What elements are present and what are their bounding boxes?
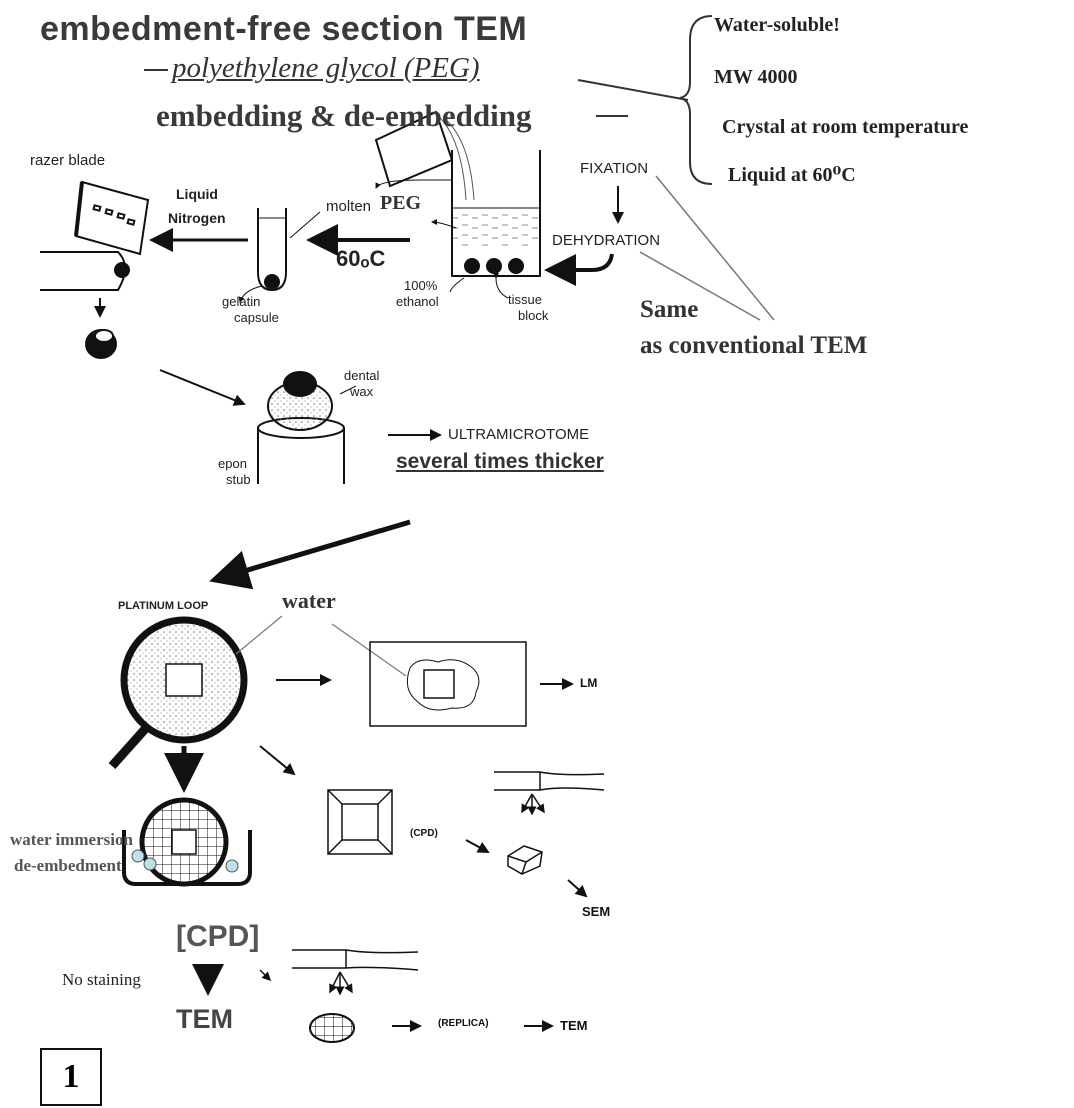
property-water-soluble: Water-soluble! bbox=[714, 14, 840, 36]
label-water-immersion: water immersion bbox=[10, 830, 133, 849]
replica-coater-drawing bbox=[292, 949, 419, 996]
label-ethanol: ethanol bbox=[396, 294, 439, 309]
label-lm: LM bbox=[580, 676, 598, 690]
epon-stub-drawing bbox=[257, 371, 357, 484]
label-tissue: tissue bbox=[508, 292, 542, 307]
label-cpd-bracketed: [CPD] bbox=[176, 920, 260, 953]
label-capsule: capsule bbox=[234, 310, 279, 325]
label-ultramicrotome: ULTRAMICROTOME bbox=[448, 426, 590, 443]
gelatin-capsule-drawing bbox=[238, 208, 321, 303]
label-water: water bbox=[282, 588, 336, 613]
replica-disc-drawing bbox=[309, 1013, 355, 1043]
label-same: Same bbox=[640, 296, 699, 323]
label-ethanol-percent: 100% bbox=[404, 278, 438, 293]
arrow-to-sem bbox=[567, 879, 588, 898]
peg-subtitle: polyethylene glycol (PEG) bbox=[172, 52, 480, 84]
peg-connector-lines bbox=[144, 69, 689, 117]
same-pointer-lines bbox=[639, 175, 775, 321]
label-no-staining: No staining bbox=[62, 970, 141, 989]
label-stub: stub bbox=[226, 472, 251, 487]
label-tem-replica: TEM bbox=[560, 1018, 588, 1033]
label-platinum-loop: PLATINUM LOOP bbox=[118, 600, 209, 612]
sem-block-drawing bbox=[507, 845, 543, 875]
lm-slide-drawing bbox=[369, 641, 527, 727]
label-block: block bbox=[518, 308, 549, 323]
label-fixation: FIXATION bbox=[580, 160, 649, 177]
label-razer-blade: razer blade bbox=[30, 152, 106, 169]
label-dental: dental bbox=[344, 368, 380, 383]
arrow-to-loop bbox=[209, 519, 411, 590]
properties-brace bbox=[679, 15, 713, 185]
arrow-dehydration-beaker bbox=[544, 253, 614, 286]
label-as-conventional-tem: as conventional TEM bbox=[640, 332, 868, 359]
label-several-times-thicker: several times thicker bbox=[396, 450, 604, 473]
label-molten: molten bbox=[326, 198, 372, 215]
water-pointer-lines bbox=[235, 615, 407, 677]
sem-coater-drawing bbox=[494, 771, 605, 816]
label-liquid: Liquid bbox=[176, 186, 218, 202]
beaker-drawing bbox=[374, 110, 541, 299]
label-epon: epon bbox=[218, 456, 247, 471]
label-replica: (REPLICA) bbox=[438, 1018, 489, 1029]
label-temperature: 60ₒC bbox=[336, 246, 386, 271]
label-nitrogen: Nitrogen bbox=[168, 210, 226, 226]
diagram-title: embedment-free section TEM bbox=[40, 10, 528, 48]
label-gelatin: gelatin bbox=[222, 294, 261, 309]
sem-frame-drawing bbox=[327, 789, 393, 855]
process-subtitle: embedding & de-embedding bbox=[156, 98, 532, 133]
label-dehydration: DEHYDRATION bbox=[552, 232, 661, 249]
arrow-to-stub bbox=[159, 369, 246, 406]
label-tem-main: TEM bbox=[176, 1004, 233, 1034]
label-sem: SEM bbox=[582, 904, 611, 919]
label-cpd-small: (CPD) bbox=[410, 828, 438, 839]
property-liquid: Liquid at 60⁰C bbox=[728, 164, 856, 186]
label-de-embedment: de-embedment bbox=[14, 856, 122, 875]
platinum-loop-drawing bbox=[108, 616, 248, 770]
grid-dish-drawing bbox=[122, 797, 252, 887]
arrow-to-sem-branch bbox=[259, 745, 296, 776]
razor-blade-drawing bbox=[40, 180, 150, 359]
figure-number-box: 1 bbox=[40, 1048, 102, 1106]
property-crystal: Crystal at room temperature bbox=[722, 116, 969, 138]
label-peg: PEG bbox=[380, 192, 422, 214]
arrow-to-replica-branch bbox=[259, 969, 272, 982]
label-wax: wax bbox=[350, 384, 374, 399]
arrow-cpd bbox=[465, 839, 490, 853]
property-molecular-weight: MW 4000 bbox=[714, 66, 798, 88]
